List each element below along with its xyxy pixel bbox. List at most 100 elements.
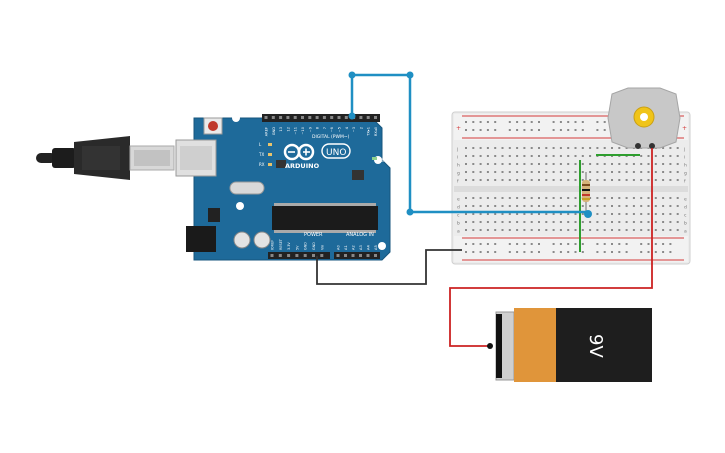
breadboard-hole[interactable] — [647, 213, 650, 215]
breadboard-hole[interactable] — [508, 197, 511, 199]
breadboard-hole[interactable] — [472, 205, 475, 207]
rail-hole[interactable] — [508, 243, 511, 245]
breadboard-hole[interactable] — [486, 205, 489, 207]
breadboard-hole[interactable] — [479, 197, 482, 199]
breadboard-hole[interactable] — [567, 147, 570, 149]
rail-hole[interactable] — [581, 129, 584, 131]
rail-hole[interactable] — [523, 243, 526, 245]
breadboard-hole[interactable] — [545, 147, 548, 149]
breadboard-hole[interactable] — [559, 213, 562, 215]
header-pin[interactable] — [293, 116, 297, 119]
breadboard-hole[interactable] — [538, 205, 540, 207]
breadboard-hole[interactable] — [603, 229, 606, 231]
breadboard-hole[interactable] — [501, 155, 504, 157]
breadboard-hole[interactable] — [479, 171, 482, 173]
breadboard-hole[interactable] — [530, 221, 533, 223]
rail-hole[interactable] — [552, 129, 555, 131]
dc-motor[interactable] — [607, 87, 681, 149]
breadboard-hole[interactable] — [662, 197, 665, 199]
header-pin[interactable] — [322, 116, 326, 119]
rail-hole[interactable] — [523, 129, 526, 131]
rail-hole[interactable] — [603, 243, 606, 245]
header-pin[interactable] — [287, 254, 291, 257]
breadboard-hole[interactable] — [465, 205, 467, 207]
rail-hole[interactable] — [516, 243, 519, 245]
rail-hole[interactable] — [516, 251, 519, 253]
breadboard-hole[interactable] — [625, 171, 628, 173]
rail-hole[interactable] — [479, 129, 482, 131]
header-pin[interactable] — [344, 254, 347, 257]
rail-hole[interactable] — [523, 251, 526, 253]
breadboard-hole[interactable] — [486, 213, 489, 215]
rail-hole[interactable] — [486, 129, 489, 131]
rail-hole[interactable] — [508, 129, 511, 131]
rail-hole[interactable] — [625, 251, 628, 253]
breadboard-hole[interactable] — [516, 221, 519, 223]
rail-hole[interactable] — [494, 251, 497, 253]
breadboard-hole[interactable] — [618, 229, 621, 231]
breadboard-hole[interactable] — [545, 205, 548, 207]
rail-hole[interactable] — [472, 121, 475, 123]
breadboard-hole[interactable] — [603, 171, 606, 173]
breadboard-hole[interactable] — [508, 213, 511, 215]
breadboard-hole[interactable] — [611, 229, 613, 231]
breadboard-hole[interactable] — [567, 155, 570, 157]
header-pin[interactable] — [270, 254, 274, 257]
breadboard-hole[interactable] — [662, 213, 665, 215]
header-pin[interactable] — [312, 254, 315, 257]
breadboard-hole[interactable] — [618, 163, 621, 165]
breadboard-hole[interactable] — [538, 155, 540, 157]
breadboard-hole[interactable] — [486, 171, 489, 173]
breadboard-hole[interactable] — [625, 179, 628, 181]
breadboard-hole[interactable] — [669, 205, 672, 207]
breadboard-hole[interactable] — [596, 197, 599, 199]
header-pin[interactable] — [286, 116, 290, 119]
rail-hole[interactable] — [465, 121, 467, 123]
header-pin[interactable] — [366, 116, 370, 119]
ground-wire[interactable] — [316, 249, 462, 285]
breadboard-hole[interactable] — [494, 213, 497, 215]
breadboard-hole[interactable] — [538, 221, 540, 223]
breadboard-hole[interactable] — [611, 171, 613, 173]
header-pin[interactable] — [359, 254, 362, 257]
breadboard-hole[interactable] — [567, 229, 570, 231]
breadboard-hole[interactable] — [516, 229, 519, 231]
breadboard-hole[interactable] — [618, 197, 621, 199]
breadboard-hole[interactable] — [669, 197, 672, 199]
rail-hole[interactable] — [552, 243, 555, 245]
breadboard-hole[interactable] — [662, 179, 665, 181]
rail-hole[interactable] — [538, 121, 540, 123]
rail-hole[interactable] — [494, 243, 497, 245]
rail-hole[interactable] — [494, 129, 497, 131]
rail-hole[interactable] — [486, 251, 489, 253]
breadboard-hole[interactable] — [589, 155, 592, 157]
breadboard-hole[interactable] — [676, 213, 679, 215]
digital-header[interactable] — [262, 114, 380, 122]
breadboard-hole[interactable] — [632, 205, 635, 207]
breadboard-hole[interactable] — [625, 163, 628, 165]
rail-hole[interactable] — [516, 121, 519, 123]
breadboard-hole[interactable] — [581, 155, 584, 157]
breadboard-hole[interactable] — [603, 197, 606, 199]
breadboard-hole[interactable] — [611, 197, 613, 199]
breadboard-hole[interactable] — [662, 171, 665, 173]
breadboard-hole[interactable] — [530, 229, 533, 231]
breadboard-hole[interactable] — [486, 179, 489, 181]
breadboard-hole[interactable] — [669, 179, 672, 181]
rail-hole[interactable] — [618, 243, 621, 245]
rail-hole[interactable] — [669, 243, 672, 245]
breadboard-hole[interactable] — [516, 163, 519, 165]
rail-hole[interactable] — [530, 129, 533, 131]
breadboard-hole[interactable] — [538, 229, 540, 231]
breadboard-hole[interactable] — [662, 147, 665, 149]
breadboard-hole[interactable] — [662, 205, 665, 207]
breadboard-hole[interactable] — [640, 213, 643, 215]
breadboard-hole[interactable] — [538, 197, 540, 199]
breadboard-hole[interactable] — [465, 147, 467, 149]
rail-hole[interactable] — [611, 243, 613, 245]
breadboard-hole[interactable] — [654, 221, 657, 223]
breadboard-hole[interactable] — [574, 205, 577, 207]
usb-cable[interactable] — [36, 136, 175, 180]
rail-hole[interactable] — [538, 129, 540, 131]
breadboard-hole[interactable] — [538, 171, 540, 173]
